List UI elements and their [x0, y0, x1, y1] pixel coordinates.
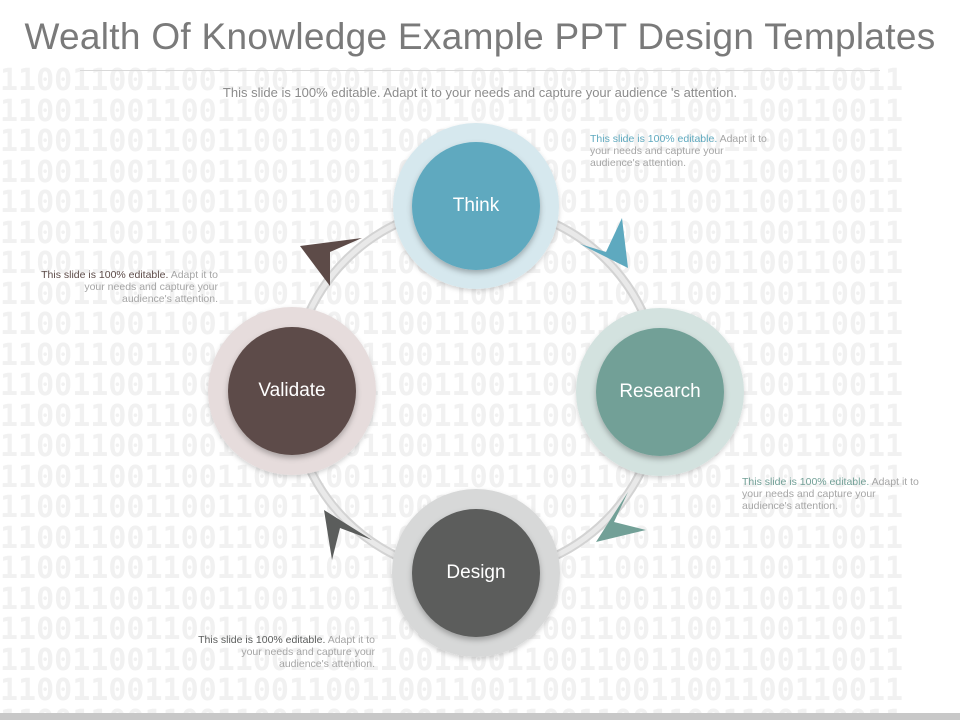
- note-research-text: Adapt it to your needs and capture your …: [742, 476, 919, 512]
- note-think-text: Adapt it to your needs and capture your …: [590, 133, 767, 169]
- bottom-bar: [0, 713, 960, 720]
- arrow-research-to-design: [596, 492, 646, 542]
- note-validate-text: Adapt it to your needs and capture your …: [84, 269, 218, 305]
- page-subtitle: This slide is 100% editable. Adapt it to…: [222, 85, 738, 100]
- note-think: This slide is 100% editable. Adapt it to…: [590, 133, 775, 169]
- note-design: This slide is 100% editable. Adapt it to…: [190, 634, 375, 670]
- node-validate: [208, 307, 376, 475]
- note-think-highlight: This slide is 100% editable.: [590, 133, 718, 145]
- note-research-highlight: This slide is 100% editable.: [742, 476, 870, 488]
- note-validate: This slide is 100% editable. Adapt it to…: [33, 269, 218, 305]
- node-design: [392, 489, 560, 657]
- note-research: This slide is 100% editable. Adapt it to…: [742, 476, 927, 512]
- note-validate-highlight: This slide is 100% editable.: [41, 269, 169, 281]
- node-label-research: Research: [619, 381, 701, 402]
- arrow-design-to-validate: [324, 510, 372, 560]
- arrow-validate-to-think: [300, 238, 362, 286]
- node-think: [393, 123, 559, 289]
- note-design-text: Adapt it to your needs and capture your …: [241, 634, 375, 670]
- node-label-design: Design: [446, 562, 506, 583]
- arrow-think-to-research: [580, 218, 628, 268]
- node-label-validate: Validate: [258, 380, 326, 401]
- node-label-think: Think: [452, 195, 500, 216]
- node-research: [576, 308, 744, 476]
- title-divider: [80, 70, 880, 71]
- page-title: Wealth Of Knowledge Example PPT Design T…: [24, 16, 936, 57]
- note-design-highlight: This slide is 100% editable.: [198, 634, 326, 646]
